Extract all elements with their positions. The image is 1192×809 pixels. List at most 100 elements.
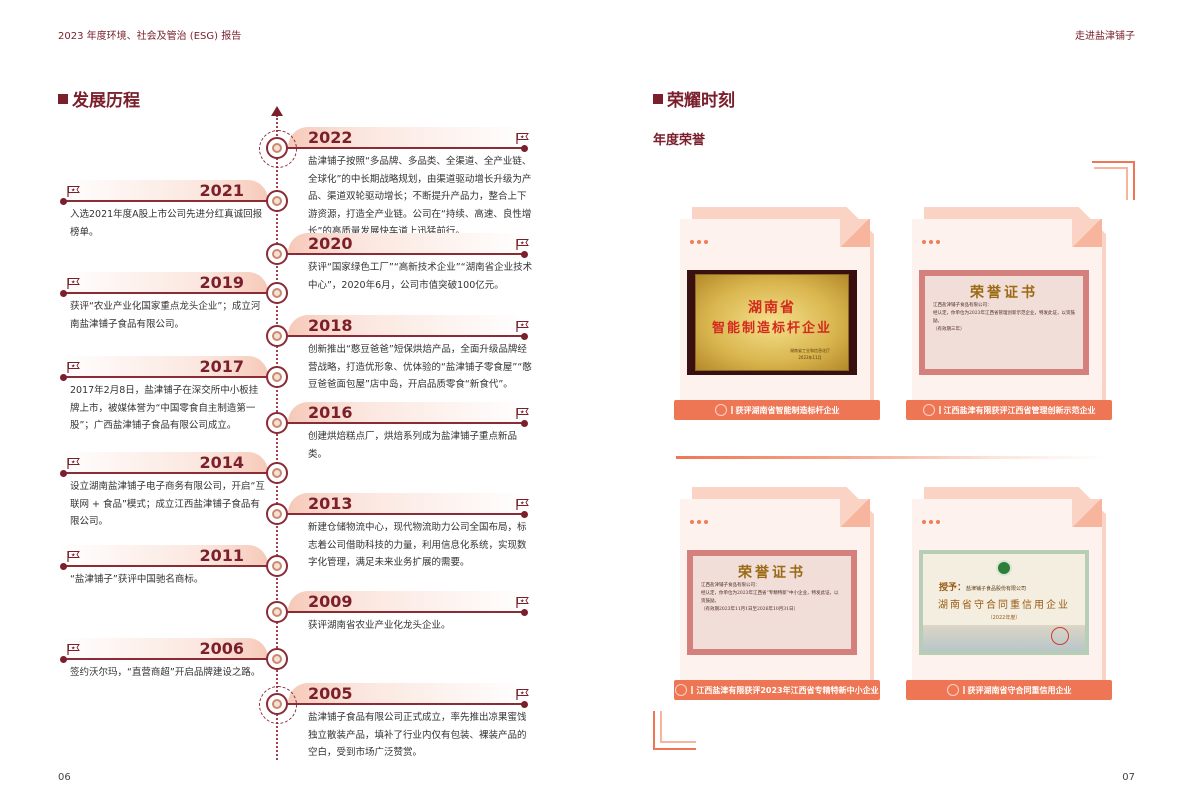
end-dot-icon — [521, 419, 528, 427]
emblem-icon — [675, 684, 688, 696]
timeline-description: 盐津铺子食品有限公司正式成立，率先推出凉果蜜饯独立散装产品，填补了行业内仅有包装… — [308, 712, 527, 758]
honor-caption: 江西盐津有限获评江西省管理创新示范企业 — [906, 400, 1112, 420]
certificate-recipient: 江西盐津铺子食品有限公司： — [701, 583, 760, 588]
star-flag-icon: ★ — [67, 182, 80, 197]
timeline-year: 2019 — [199, 273, 244, 292]
timeline-year: 2018 — [308, 316, 353, 335]
timeline-description: “盐津铺子”获评中国驰名商标。 — [70, 574, 204, 585]
honor-card: 荣誉证书 江西盐津铺子食品有限公司： 经认定，你单位为2023年江西省管理创新示… — [906, 207, 1118, 420]
star-flag-icon: ★ — [516, 235, 529, 250]
emblem-icon — [714, 404, 727, 416]
year-band — [288, 315, 528, 335]
connector-line — [284, 253, 524, 255]
timeline-description: 创建烘焙糕点厂，烘焙系列成为盐津铺子重点新品类。 — [308, 431, 518, 460]
end-dot-icon — [60, 469, 67, 477]
honors-section-title: 荣耀时刻 — [653, 86, 735, 111]
ring-node-icon — [266, 648, 288, 670]
page-number-right: 07 — [1122, 772, 1135, 783]
certificate-note: （有效期三年） — [933, 327, 965, 332]
connector-line — [284, 147, 524, 149]
year-band — [288, 233, 528, 253]
connector-line — [284, 422, 524, 424]
svg-text:★: ★ — [520, 135, 525, 141]
timeline-description: 获评“国家绿色工厂”“高新技术企业”“湖南省企业技术中心”，2020年6月，公司… — [308, 262, 533, 291]
page-fold-decoration — [1072, 499, 1102, 527]
star-flag-icon: ★ — [516, 593, 529, 608]
certificate-line1: 湖南省 — [748, 300, 796, 316]
end-dot-icon — [60, 655, 67, 663]
star-flag-icon: ★ — [516, 685, 529, 700]
certificate-title: 荣誉证书 — [970, 285, 1038, 301]
end-dot-icon — [60, 562, 67, 570]
timeline-year: 2014 — [199, 453, 244, 472]
end-dot-icon — [60, 197, 67, 205]
timeline-year: 2013 — [308, 494, 353, 513]
svg-text:★: ★ — [520, 241, 525, 247]
dots-icon — [690, 520, 708, 524]
connector-line — [64, 658, 268, 660]
page-fold-decoration — [840, 499, 870, 527]
honor-card: 授予：盐津铺子食品股份有限公司 湖南省守合同重信用企业 （2022年度） 获评湖… — [906, 487, 1118, 700]
connector-line — [284, 611, 524, 613]
ring-node-icon — [266, 555, 288, 577]
ring-node-icon — [266, 366, 288, 388]
ring-node-icon — [266, 325, 288, 347]
connector-line — [284, 335, 524, 337]
timeline-year: 2006 — [199, 639, 244, 658]
end-dot-icon — [60, 289, 67, 297]
timeline-description: 新建仓储物流中心，现代物流助力公司全国布局，标志着公司借助科技的力量，利用信息化… — [308, 522, 527, 568]
ring-node-icon — [266, 243, 288, 265]
dots-icon — [922, 520, 940, 524]
timeline-description: 获评“农业产业化国家重点龙头企业”；成立河南盐津铺子食品有限公司。 — [70, 301, 261, 330]
certificate-issuer: 湖南省工业和信息化厅 — [790, 348, 830, 353]
certificate-image: 授予：盐津铺子食品股份有限公司 湖南省守合同重信用企业 （2022年度） — [919, 550, 1089, 655]
year-band — [58, 545, 268, 565]
star-flag-icon: ★ — [67, 358, 80, 373]
corner-bracket-decoration — [653, 711, 696, 750]
star-flag-icon: ★ — [516, 495, 529, 510]
star-flag-icon: ★ — [67, 640, 80, 655]
page-fold-decoration — [1072, 219, 1102, 247]
certificate-recipient: 盐津铺子食品股份有限公司 — [966, 586, 1027, 592]
svg-text:★: ★ — [520, 599, 525, 605]
svg-text:★: ★ — [520, 323, 525, 329]
ring-node-icon — [259, 130, 297, 168]
year-band — [58, 452, 268, 472]
connector-line — [64, 200, 268, 202]
timeline-year: 2017 — [199, 357, 244, 376]
year-band — [288, 127, 528, 147]
certificate-image: 湖南省 智能制造标杆企业 湖南省工业和信息化厅 2023年11月 — [687, 270, 857, 375]
timeline-description: 获评湖南省农业产业化龙头企业。 — [308, 620, 451, 631]
svg-text:★: ★ — [71, 280, 76, 286]
connector-line — [64, 565, 268, 567]
report-title-header: 2023 年度环境、社会及管治 (ESG) 报告 — [58, 31, 242, 42]
timeline-year: 2022 — [308, 128, 353, 147]
svg-text:★: ★ — [520, 691, 525, 697]
dots-icon — [922, 240, 940, 244]
ring-node-icon — [266, 503, 288, 525]
timeline-year: 2005 — [308, 684, 353, 703]
svg-text:★: ★ — [71, 460, 76, 466]
honor-card: 荣誉证书 江西盐津铺子食品有限公司： 经认定，你单位为2023年江西省“专精特新… — [674, 487, 886, 700]
star-flag-icon: ★ — [67, 274, 80, 289]
emblem-icon — [922, 404, 935, 416]
emblem-icon — [946, 684, 959, 696]
certificate-line2: 智能制造标杆企业 — [711, 321, 832, 336]
timeline-axis — [276, 115, 278, 760]
certificate-grant-label: 授予： — [939, 583, 967, 593]
ring-node-icon — [266, 282, 288, 304]
seal-icon — [1051, 627, 1069, 645]
connector-line — [64, 376, 268, 378]
timeline-description: 2017年2月8日，盐津铺子在深交所中小板挂牌上市，被媒体誉为“中国零食自主制造… — [70, 385, 259, 431]
year-band — [58, 272, 268, 292]
svg-text:★: ★ — [71, 364, 76, 370]
end-dot-icon — [521, 144, 528, 152]
star-flag-icon: ★ — [516, 404, 529, 419]
dots-icon — [690, 240, 708, 244]
ring-node-icon — [266, 190, 288, 212]
end-dot-icon — [521, 700, 528, 708]
year-band — [288, 493, 528, 513]
year-band — [288, 402, 528, 422]
timeline-year: 2009 — [308, 592, 353, 611]
end-dot-icon — [521, 332, 528, 340]
